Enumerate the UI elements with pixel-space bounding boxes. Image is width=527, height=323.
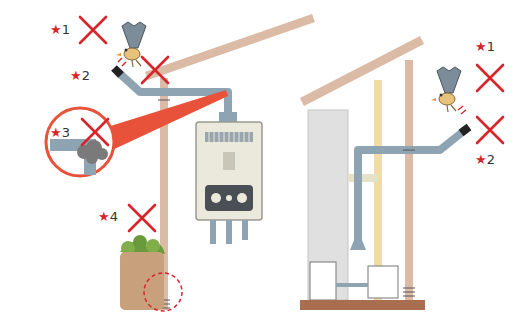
pipe-outlet (461, 127, 469, 133)
planter (120, 235, 165, 310)
callout-number: ★2 (70, 69, 90, 82)
callout-number: ★1 (50, 23, 70, 36)
wall (308, 110, 348, 300)
callout-number: ★2 (475, 153, 495, 166)
callout-circle (46, 108, 114, 176)
callout-wedge (104, 90, 228, 152)
roof (145, 14, 315, 80)
pipe-collar (350, 240, 366, 250)
pipe-elbow (50, 145, 90, 175)
callout-number: ★4 (98, 210, 118, 223)
pipe (336, 283, 368, 287)
bracket (348, 174, 378, 182)
pipe-outlet (114, 68, 121, 75)
ground (300, 300, 425, 310)
callout-number: ★1 (475, 40, 495, 53)
callout-number: ★3 (50, 126, 70, 139)
heater-unit (310, 262, 336, 300)
heater-unit (368, 266, 398, 298)
post (405, 60, 413, 310)
pipe-collar (219, 112, 237, 122)
dashed-circle (144, 273, 182, 311)
exhaust-pipe (358, 130, 465, 250)
water-heater (196, 122, 262, 244)
